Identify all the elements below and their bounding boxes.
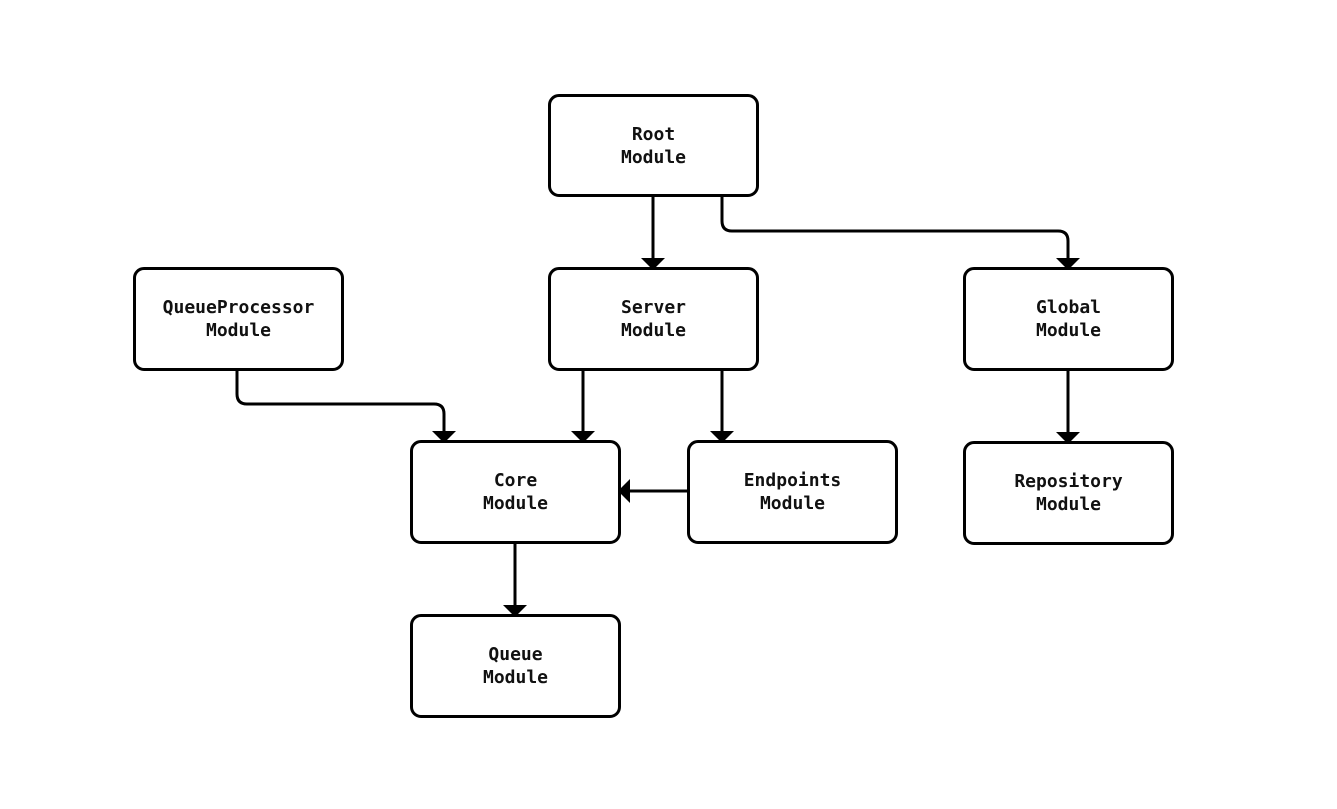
arrowhead-icon [710, 431, 734, 443]
node-endpoints-module[interactable]: Endpoints Module [687, 440, 898, 544]
node-repository-module[interactable]: Repository Module [963, 441, 1174, 545]
node-server-module[interactable]: Server Module [548, 267, 759, 371]
edge-server-to-core [571, 371, 595, 443]
node-root-module[interactable]: Root Module [548, 94, 759, 197]
node-global-module[interactable]: Global Module [963, 267, 1174, 371]
node-label-endpoints: Endpoints Module [743, 470, 842, 514]
node-label-core: Core Module [482, 470, 549, 514]
edge-queueprocessor-to-core [235, 371, 456, 443]
arrowhead-icon [432, 431, 456, 443]
arrowhead-icon [1056, 258, 1080, 270]
node-label-server: Server Module [620, 297, 687, 341]
edge-global-to-repository [1056, 371, 1080, 444]
edge-server-to-endpoints [710, 371, 734, 443]
node-queue-module[interactable]: Queue Module [410, 614, 621, 718]
node-label-repository: Repository Module [1014, 471, 1123, 515]
node-label-root: Root Module [620, 123, 687, 168]
edge-endpoints-to-core [618, 479, 688, 503]
edge-core-to-queue [503, 544, 527, 617]
arrowhead-icon [503, 605, 527, 617]
edge-root-to-server [641, 197, 665, 270]
node-label-queueprocessor: QueueProcessor Module [162, 297, 315, 341]
node-queueprocessor-module[interactable]: QueueProcessor Module [133, 267, 344, 371]
arrowhead-icon [618, 479, 630, 503]
node-label-global: Global Module [1035, 297, 1102, 341]
node-core-module[interactable]: Core Module [410, 440, 621, 544]
edge-root-to-global [720, 197, 1080, 270]
arrowhead-icon [1056, 432, 1080, 444]
arrowhead-icon [571, 431, 595, 443]
arrowhead-icon [641, 258, 665, 270]
node-label-queue: Queue Module [482, 644, 549, 688]
